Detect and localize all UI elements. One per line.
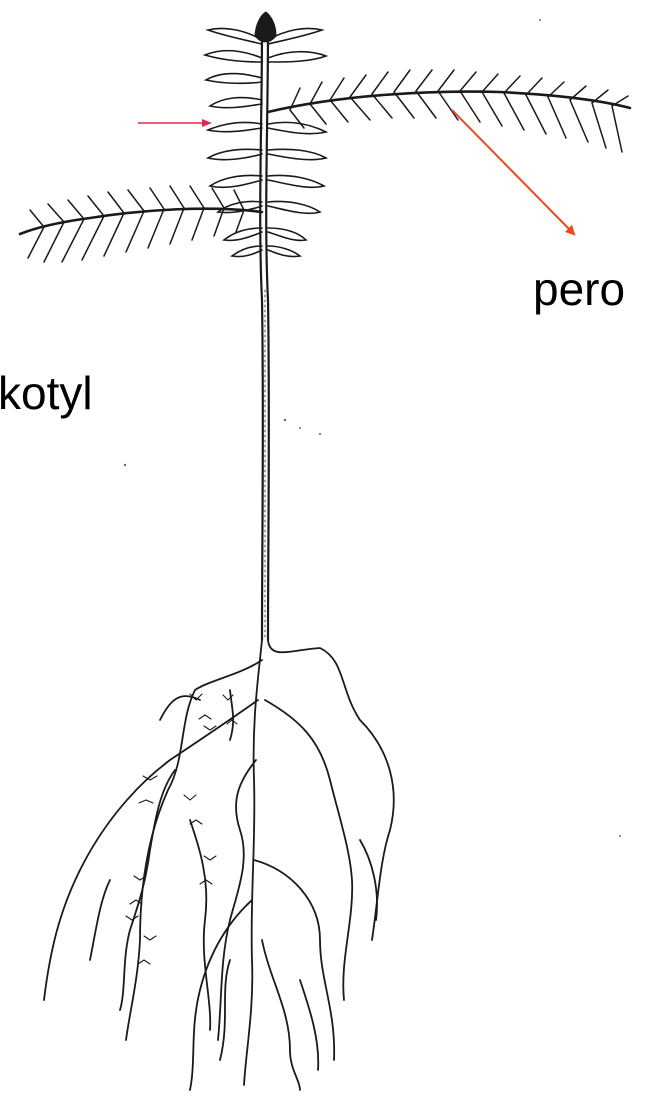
right-branch bbox=[268, 70, 630, 152]
arrow-to-leaf-label bbox=[452, 110, 572, 232]
leaf-label: pero bbox=[533, 266, 625, 312]
specks bbox=[124, 19, 621, 837]
root-hairs bbox=[126, 694, 237, 964]
stem bbox=[260, 30, 269, 640]
hypocotyl-label: kotyl bbox=[0, 370, 93, 416]
left-branch bbox=[20, 186, 262, 262]
roots bbox=[44, 640, 394, 1090]
